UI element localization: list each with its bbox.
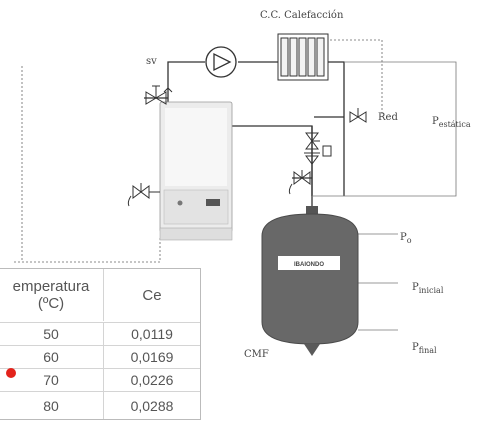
circuit-label: C.C. Calefacción <box>260 10 344 21</box>
boiler-drain-valve-icon <box>127 183 160 207</box>
brand-label: IBAIONDO <box>294 262 324 268</box>
safety-valve-label: sv <box>146 56 157 67</box>
ce-cell: 0,0119 <box>131 326 173 342</box>
vessel-code-label: CMF <box>244 349 269 360</box>
expansion-coefficient-table: emperatura (ºC) Ce 50 0,0119 60 0,0169 7… <box>0 268 201 420</box>
p-initial-label: Pinicial <box>412 282 444 295</box>
temperature-cell: 80 <box>0 392 104 419</box>
temperature-header-line1: emperatura <box>12 278 90 295</box>
ce-cell: 0,0226 <box>130 372 174 388</box>
expansion-vessel-icon <box>261 206 359 356</box>
boiler-icon <box>159 101 233 241</box>
dashed-lines <box>14 39 383 263</box>
p-static-label: Pestática <box>432 116 471 129</box>
ce-header: Ce <box>142 286 162 304</box>
safety-valve-icon <box>145 85 173 105</box>
fill-valve-icon <box>304 132 332 165</box>
network-valve-icon <box>349 108 367 123</box>
temperature-cell: 60 <box>0 346 104 368</box>
pump-icon <box>205 46 237 78</box>
temperature-header: emperatura (ºC) <box>0 269 104 321</box>
ce-cell: 0,0288 <box>130 397 174 414</box>
temperature-header-line2: (ºC) <box>37 295 65 312</box>
p0-label: Po <box>400 232 412 245</box>
radiator-icon <box>277 33 329 81</box>
table-row: 60 0,0169 <box>0 345 200 368</box>
ce-cell: 0,0169 <box>130 349 174 365</box>
pressure-lines <box>312 61 457 331</box>
table-row: 70 0,0226 <box>0 368 200 391</box>
drain-valve-icon <box>288 170 311 195</box>
table-header: emperatura (ºC) Ce <box>0 269 200 321</box>
table-row: 80 0,0288 <box>0 391 200 419</box>
network-label: Red <box>378 112 398 123</box>
temperature-cell: 70 <box>0 369 104 391</box>
temperature-cell: 50 <box>0 323 104 345</box>
p-final-label: Pfinal <box>412 342 437 355</box>
highlight-marker <box>6 368 16 378</box>
table-row: 50 0,0119 <box>0 322 200 345</box>
